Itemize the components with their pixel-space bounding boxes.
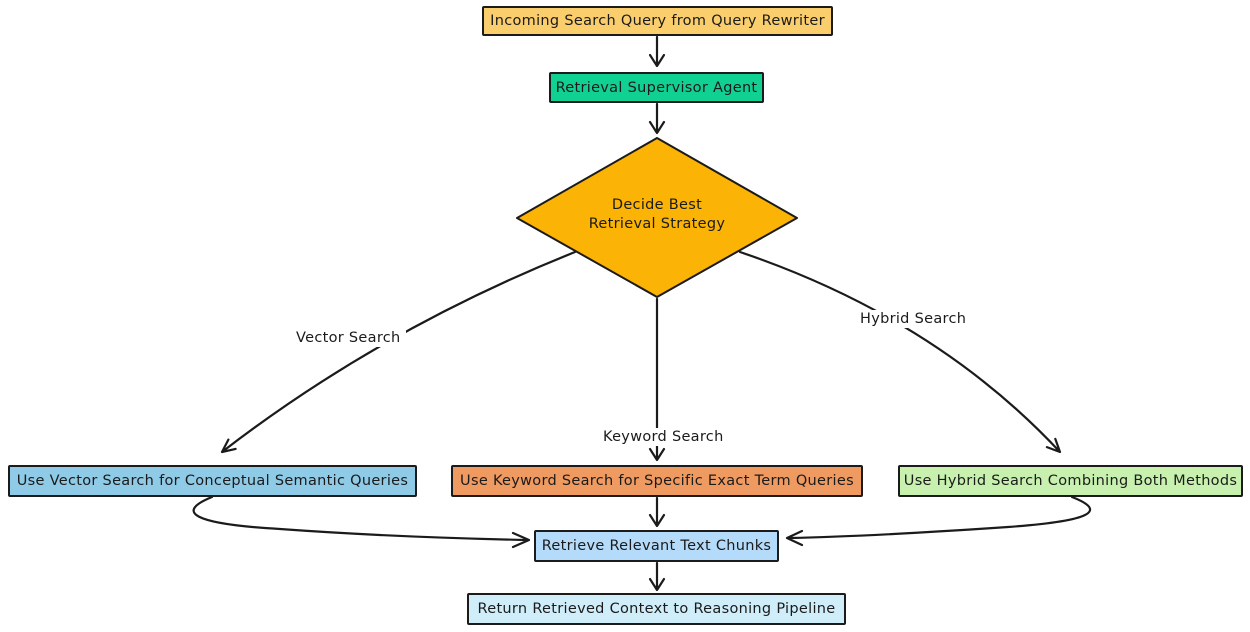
arrow-hybrid-to-retrieve [785,495,1092,547]
arrow-decision-to-vector [220,250,577,454]
node-incoming-query: Incoming Search Query from Query Rewrite… [482,6,833,36]
node-vector-search-label: Use Vector Search for Conceptual Semanti… [16,473,409,489]
arrow-supervisor-to-decision [648,102,666,135]
decision-diamond-shape [516,137,798,298]
edge-label-vector-search: Vector Search [291,329,406,347]
node-hybrid-search-label: Use Hybrid Search Combining Both Methods [903,473,1238,489]
node-retrieve-text-chunks-label: Retrieve Relevant Text Chunks [541,538,772,554]
decision-diamond-label-line2: Retrieval Strategy [588,216,726,232]
node-retrieval-supervisor-agent-label: Retrieval Supervisor Agent [555,79,758,96]
node-hybrid-search: Use Hybrid Search Combining Both Methods [898,465,1243,497]
node-incoming-query-label: Incoming Search Query from Query Rewrite… [490,13,825,29]
edge-label-hybrid-search: Hybrid Search [855,310,972,328]
node-vector-search: Use Vector Search for Conceptual Semanti… [8,465,417,497]
node-return-context-label: Return Retrieved Context to Reasoning Pi… [477,601,836,617]
arrow-retrieve-to-return [648,561,666,592]
node-retrieve-text-chunks: Retrieve Relevant Text Chunks [534,530,779,562]
node-keyword-search: Use Keyword Search for Specific Exact Te… [451,465,863,497]
decision-diamond-label: Decide Best Retrieval Strategy [557,196,757,234]
node-keyword-search-label: Use Keyword Search for Specific Exact Te… [460,473,854,489]
arrow-decision-to-hybrid [738,250,1062,454]
node-retrieval-supervisor-agent: Retrieval Supervisor Agent [549,72,764,103]
node-return-context: Return Retrieved Context to Reasoning Pi… [467,593,846,625]
edge-label-keyword-search: Keyword Search [598,428,729,446]
arrow-keyword-to-retrieve [648,496,666,528]
arrow-vector-to-retrieve [192,495,531,549]
decision-diamond-label-line1: Decide Best [611,197,703,213]
arrow-incoming-to-supervisor [648,35,666,68]
